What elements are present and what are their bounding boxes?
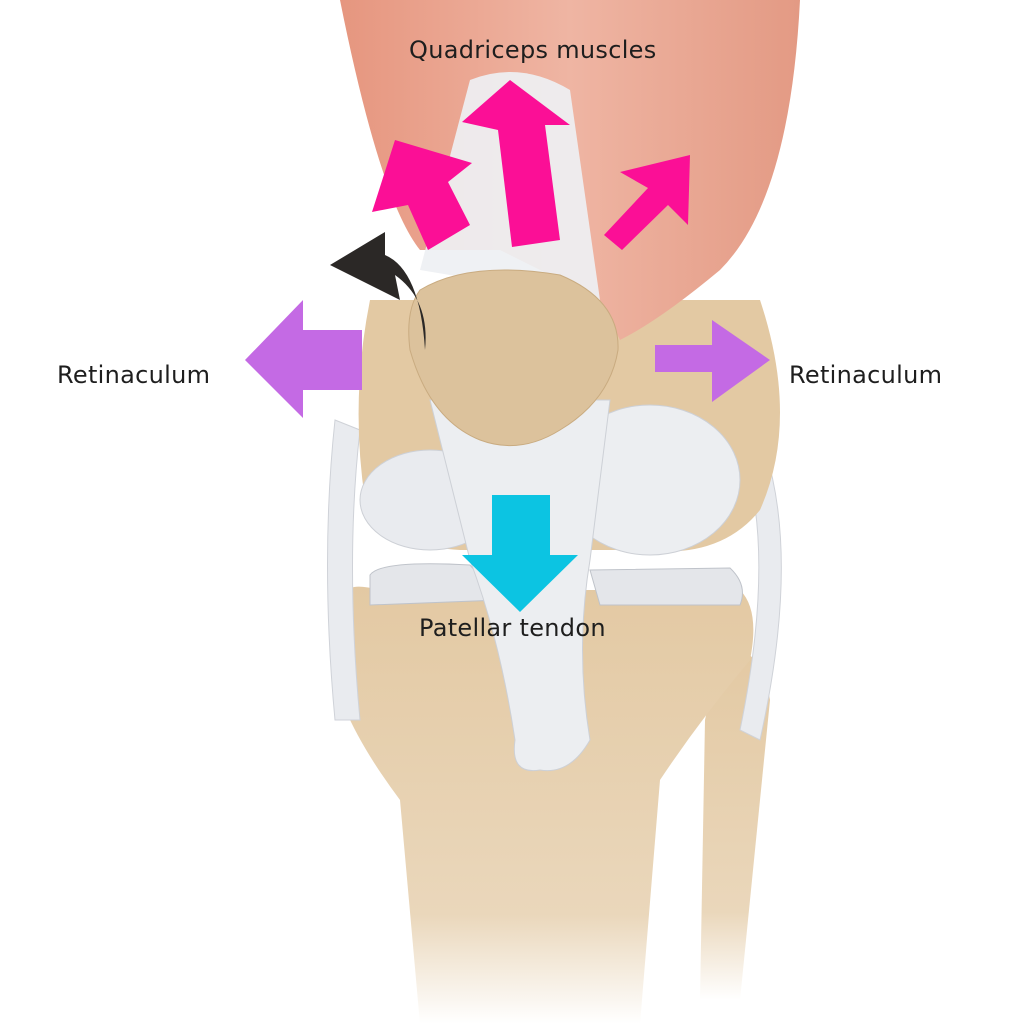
lateral-collateral-ligament xyxy=(739,449,782,741)
label-retinaculum-right: Retinaculum xyxy=(789,361,943,389)
pink-arrow-up xyxy=(462,80,570,247)
pink-arrow-up-right xyxy=(604,155,690,250)
pink-arrow-up-left xyxy=(372,140,472,250)
label-retinaculum-left: Retinaculum xyxy=(57,361,211,389)
medial-collateral-ligament xyxy=(327,419,361,721)
cyan-arrow-down xyxy=(462,495,578,612)
meniscus xyxy=(589,567,743,606)
purple-arrow-left xyxy=(245,300,362,418)
patella xyxy=(408,269,619,447)
tibia xyxy=(330,586,754,1024)
black-curved-arrow xyxy=(330,232,426,350)
label-quadriceps-muscles: Quadriceps muscles xyxy=(409,36,657,64)
purple-arrow-right xyxy=(655,320,770,402)
label-patellar-tendon: Patellar tendon xyxy=(419,614,606,642)
